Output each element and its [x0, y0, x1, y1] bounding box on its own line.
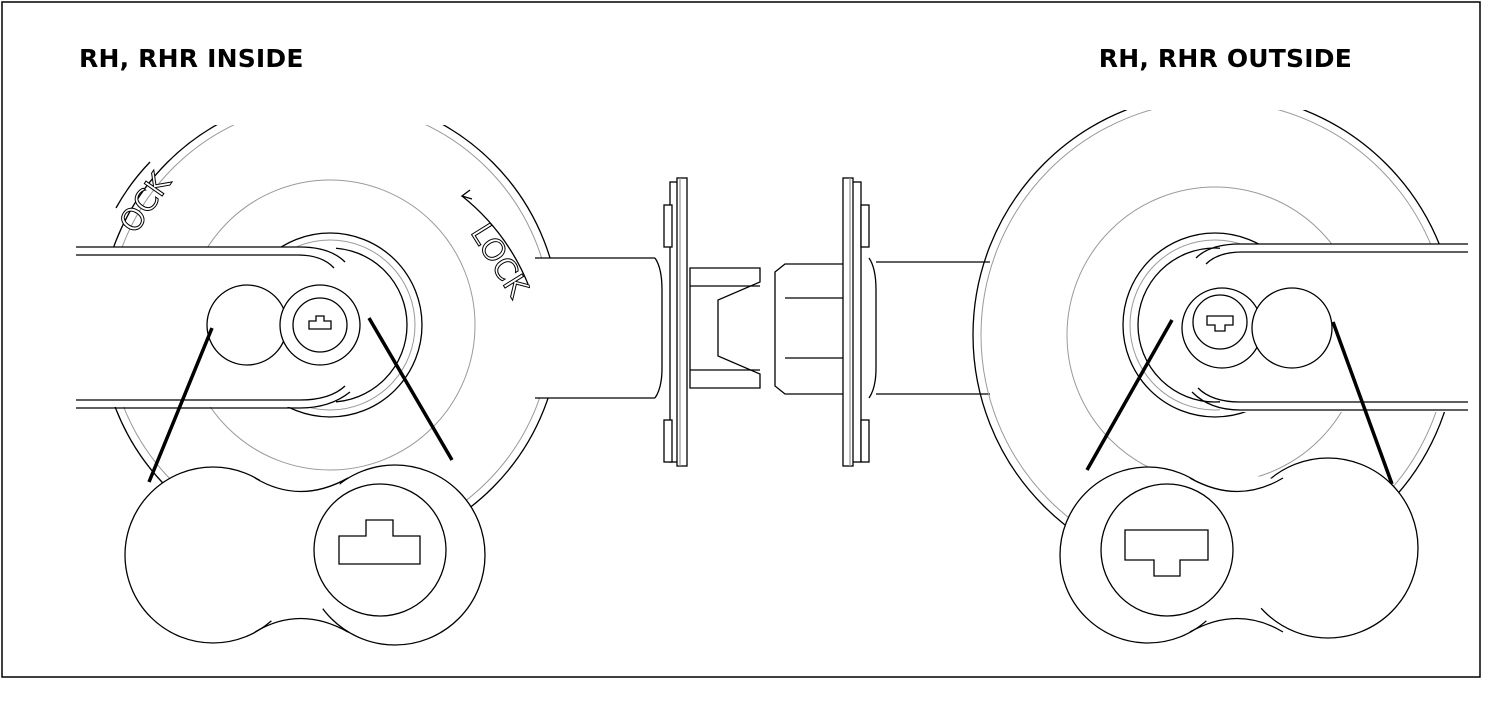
- outside-callout-line-left: [1085, 319, 1174, 471]
- outside-callout-line-right: [1331, 321, 1394, 485]
- inside-spindle-cam: [689, 267, 761, 389]
- outside-lever-assembly: [972, 110, 1470, 578]
- outside-detail-slot: [1124, 529, 1209, 577]
- inside-lock-text: LOCK: [463, 218, 536, 305]
- outside-thumbturn-slot: [1206, 315, 1234, 332]
- inside-thumbturn-slot-ring: [292, 297, 348, 353]
- outside-thumbturn-right-lobe: [1251, 287, 1333, 369]
- outside-thumbturn-detail: [1059, 457, 1419, 644]
- inside-lock-partial-text: OCK: [113, 166, 179, 240]
- inside-thumbturn-slot: [308, 315, 332, 330]
- inside-lever-assembly: [76, 125, 561, 556]
- border: [1, 1, 1481, 678]
- outside-thumbturn-slot-ring: [1192, 294, 1248, 350]
- inside-detail-slot: [338, 519, 421, 565]
- inside-thumbturn-left-lobe: [206, 284, 288, 366]
- inside-lever-outline: [76, 246, 346, 269]
- chassis: [530, 177, 990, 467]
- outside-spindle-hex: [774, 263, 846, 395]
- inside-label: RH, RHR INSIDE: [79, 44, 304, 73]
- inside-thumbturn-detail: [124, 464, 486, 646]
- outside-lever-outline: [1195, 243, 1468, 265]
- inside-callout-line-left: [147, 327, 214, 483]
- outside-label: RH, RHR OUTSIDE: [1098, 44, 1352, 73]
- inside-callout-line-right: [367, 317, 454, 461]
- inside-thumbturn-right-lobe: [279, 284, 361, 366]
